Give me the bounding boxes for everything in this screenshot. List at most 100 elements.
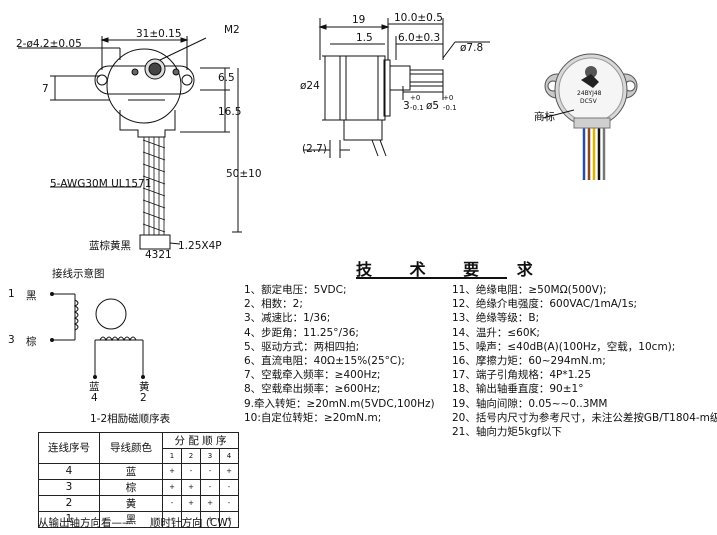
footer-direction-left: 从输出轴方向看—— — [38, 517, 133, 529]
table-row: 2 黄 - + + - — [38, 494, 239, 512]
dim-d5: ø5 — [426, 100, 440, 112]
header-wire-number: 连线序号 — [38, 432, 100, 464]
spec-item: 13、绝缘等级：B; — [452, 312, 540, 325]
dim-6-5: 6.5 — [218, 72, 235, 84]
step-header: 1 — [162, 448, 182, 464]
step-header: 4 — [219, 448, 239, 464]
dim-m2: M2 — [224, 24, 240, 36]
sequence-cell: + — [181, 494, 201, 512]
dim-50: 50±10 — [226, 168, 262, 180]
photo-voltage: DC5V — [580, 98, 597, 105]
sequence-cell: - — [181, 462, 201, 480]
spec-item: 21、轴向力矩5kgf以下 — [452, 425, 562, 438]
spec-item: 14、温升：≤60K; — [452, 326, 540, 339]
side-view — [303, 18, 490, 158]
table-row: 3 棕 + + - - — [38, 478, 239, 496]
wiring-schematic — [50, 292, 145, 379]
photo-callout: 商标 — [534, 111, 555, 123]
wire-color: 蓝 — [99, 462, 163, 480]
spec-item: 3、减速比：1/36; — [244, 312, 331, 325]
spec-item: 12、绝缘介电强度：600VAC/1mA/1s; — [452, 298, 638, 311]
dim-d7-8: ø7.8 — [460, 42, 484, 54]
spec-item: 9.牵入转矩：≥20mN.m(5VDC,100Hz) — [244, 397, 435, 410]
spec-item: 16、摩擦力矩：60~294mN.m; — [452, 354, 606, 367]
spec-item: 11、绝缘电阻：≥50MΩ(500V); — [452, 284, 607, 296]
spec-item: 20、括号内尺寸为参考尺寸，未注公差按GB/T1804-m级。 — [452, 411, 717, 424]
dim-d5-tol-lower: -0.1 — [443, 104, 457, 112]
specs-title-underline — [356, 277, 507, 279]
dim-3-tol-upper: +0 — [410, 94, 421, 102]
photo-model: 24BYJ48 — [577, 90, 602, 97]
spec-item: 1、额定电压：5VDC; — [244, 284, 347, 296]
sequence-cell: + — [162, 462, 182, 480]
header-wire-color: 导线颜色 — [99, 432, 163, 464]
sequence-cell: + — [200, 494, 220, 512]
dim-19: 19 — [352, 14, 366, 26]
spec-item: 18、输出轴垂直度：90±1° — [452, 383, 584, 396]
dim-3-tol-lower: -0.1 — [410, 104, 424, 112]
sequence-cell: - — [219, 494, 239, 512]
wire-number: 1 — [38, 510, 100, 528]
dim-d24: ø24 — [300, 80, 320, 92]
header-sequence: 分 配 顺 序 — [162, 432, 239, 449]
spec-item: 8、空载牵出频率：≥600Hz; — [244, 383, 381, 396]
wiring-label-4: 4 — [91, 392, 98, 404]
dim-3: 3 — [403, 100, 410, 112]
dim-10: 10.0±0.5 — [394, 12, 443, 24]
wire-spec: 5-AWG30M UL1571 — [50, 178, 152, 190]
spec-item: 4、步距角：11.25°/36; — [244, 326, 359, 339]
sequence-cell: - — [219, 478, 239, 496]
wire-colors: 蓝棕黄黑 — [89, 240, 131, 252]
dim-d5-tol-upper: +0 — [443, 94, 454, 102]
wire-number: 4 — [38, 462, 100, 480]
wiring-caption: 1-2相励磁顺序表 — [90, 413, 171, 425]
motor-photo — [542, 53, 638, 180]
wiring-label-3-color: 棕 — [26, 336, 37, 348]
spec-item: 15、噪声：≤40dB(A)(100Hz，空载，10cm); — [452, 340, 676, 353]
dim-1-5: 1.5 — [356, 32, 373, 44]
specs-left-list: 1、额定电压：5VDC; 2、相数：2; 3、减速比：1/36; 4、步距角：1… — [244, 283, 435, 425]
step-header: 2 — [181, 448, 201, 464]
footer-direction-right: 顺时针方向 (CW) — [150, 517, 232, 529]
wiring-label-1: 1 — [8, 288, 15, 300]
table-row: 1 黑 - - + + — [38, 510, 239, 528]
specs-right-list: 11、绝缘电阻：≥50MΩ(500V); 12、绝缘介电强度：600VAC/1m… — [452, 283, 717, 439]
wiring-label-3: 3 — [8, 334, 15, 346]
spec-item: 6、直流电阻：40Ω±15%(25°C); — [244, 354, 405, 367]
sequence-cell: - — [200, 462, 220, 480]
sequence-table: 连线序号 导线颜色 分 配 顺 序 1 2 3 4 4 蓝 + - - + 3 … — [38, 432, 239, 528]
spec-item: 2、相数：2; — [244, 298, 303, 311]
wire-color: 棕 — [99, 478, 163, 496]
wiring-label-1-color: 黑 — [26, 290, 37, 302]
front-view — [18, 36, 242, 250]
spec-item: 17、端子引角规格：4P*1.25 — [452, 369, 592, 382]
dim-16-5: 16.5 — [218, 106, 242, 118]
wiring-label-2: 2 — [140, 392, 147, 404]
spec-item: 7、空载牵入频率：≥400Hz; — [244, 369, 381, 382]
wiring-title: 接线示意图 — [52, 268, 105, 280]
spec-item: 10:自定位转矩：≥20mN.m; — [244, 411, 382, 424]
sequence-cell: + — [219, 462, 239, 480]
spec-item: 5、驱动方式：两相四拍; — [244, 340, 360, 353]
wire-number: 2 — [38, 494, 100, 512]
sequence-cell: - — [162, 494, 182, 512]
connector-spec: 1.25X4P — [178, 240, 222, 252]
step-header: 3 — [200, 448, 220, 464]
sequence-cell: + — [162, 478, 182, 496]
dim-31: 31±0.15 — [136, 28, 182, 40]
dim-6: 6.0±0.3 — [398, 32, 441, 44]
spec-item: 19、轴向间隙：0.05~~0..3MM — [452, 397, 608, 410]
wire-color: 黄 — [99, 494, 163, 512]
dim-2-7: (2.7) — [302, 143, 327, 155]
dim-7: 7 — [42, 83, 49, 95]
wiring-label-blue: 蓝 — [89, 381, 100, 393]
sequence-cell: + — [219, 510, 239, 528]
wiring-label-yellow: 黄 — [139, 381, 150, 393]
connector-pins: 4321 — [145, 249, 172, 261]
table-row: 4 蓝 + - - + — [38, 462, 239, 480]
specs-title: 技 术 要 求 — [356, 260, 549, 279]
sequence-cell: - — [200, 478, 220, 496]
wire-number: 3 — [38, 478, 100, 496]
dim-holes: 2-ø4.2±0.05 — [16, 38, 82, 50]
